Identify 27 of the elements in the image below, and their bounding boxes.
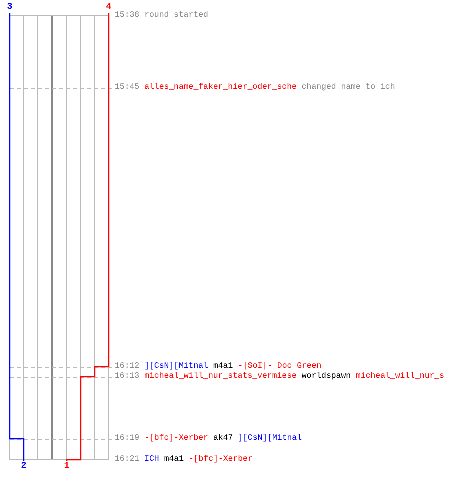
player-name: -|SoI|- Doc Green bbox=[238, 362, 322, 372]
player-name: ][CsN][Mitnal bbox=[238, 434, 302, 444]
score-line bbox=[9, 13, 25, 461]
score-line bbox=[66, 13, 110, 462]
timestamp: 16:13 bbox=[115, 372, 140, 382]
score-number: 3 bbox=[5, 2, 15, 13]
weapon-name: ak47 bbox=[213, 434, 234, 444]
player-name: micheal_will_nur_stats_vermiese bbox=[144, 372, 297, 382]
timestamp: 15:38 bbox=[115, 11, 140, 21]
score-number: 1 bbox=[62, 461, 72, 472]
weapon-name: m4a1 bbox=[164, 455, 184, 465]
player-name: micheal_will_nur_s bbox=[356, 372, 444, 382]
player-name: -[bfc]-Xerber bbox=[188, 455, 253, 465]
event-text: round started bbox=[144, 11, 208, 21]
score-number: 2 bbox=[19, 461, 29, 472]
player-name: alles_name_faker_hier_oder_sche bbox=[144, 83, 297, 93]
player-name: ][CsN][Mitnal bbox=[144, 362, 208, 372]
timestamp: 16:12 bbox=[115, 362, 140, 372]
score-number: 4 bbox=[104, 2, 114, 13]
weapon-name: worldspawn bbox=[302, 372, 352, 382]
timestamp: 15:45 bbox=[115, 83, 140, 93]
player-name: -[bfc]-Xerber bbox=[144, 434, 208, 444]
player-name: ICH bbox=[144, 455, 160, 465]
timestamp: 16:19 bbox=[115, 434, 140, 444]
weapon-name: m4a1 bbox=[213, 362, 234, 372]
timestamp: 16:21 bbox=[115, 455, 140, 465]
event-text: changed name to ich bbox=[302, 83, 396, 93]
